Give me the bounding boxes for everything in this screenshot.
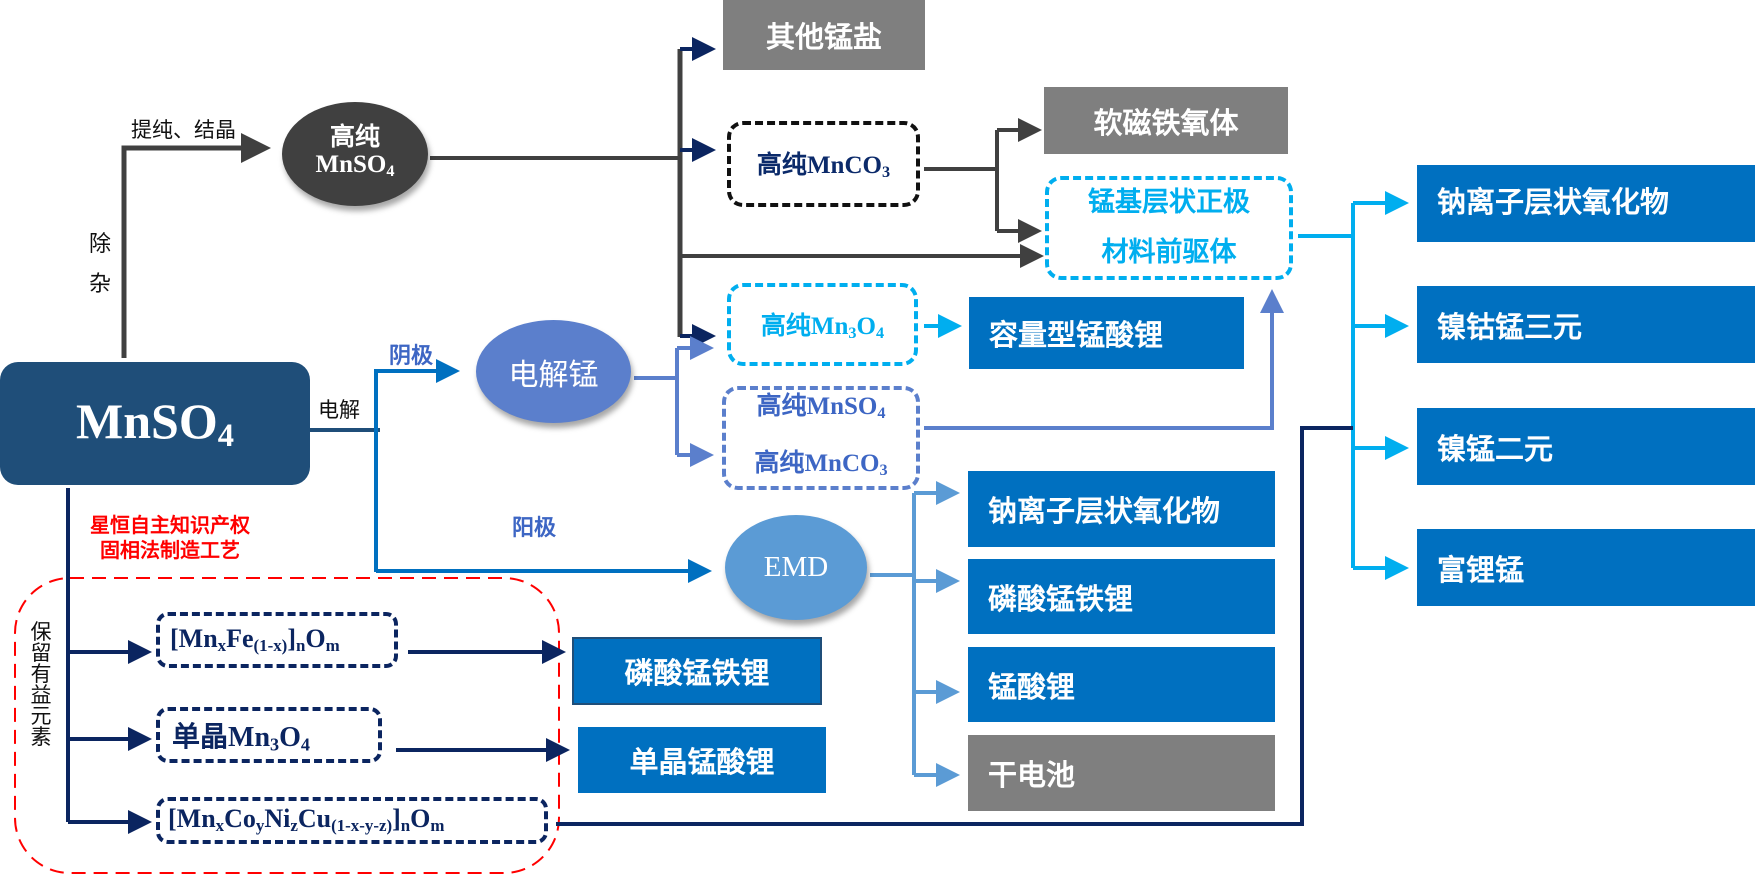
layered-product-label: 钠离子层状氧化物: [1437, 185, 1670, 219]
emd-product-lmo[interactable]: 锰酸锂: [968, 647, 1275, 722]
emd-product-lmfp[interactable]: 磷酸锰铁锂: [968, 559, 1275, 634]
single-crystal-lmo-label: 单晶锰酸锂: [629, 745, 775, 779]
other-mn-salts-label: 其他锰盐: [765, 20, 882, 54]
capacity-limn2o4-box[interactable]: 容量型锰酸锂: [969, 297, 1244, 369]
hp-mnco3-line: 高纯MnCO3: [754, 448, 888, 480]
electrolytic-mn-fork: [634, 346, 707, 457]
emd-product-label: 钠离子层状氧化物: [988, 494, 1221, 528]
cathode-label: 阴极: [389, 344, 434, 369]
emd-label: EMD: [763, 551, 829, 583]
lmfp-product-label: 磷酸锰铁锂: [624, 656, 770, 690]
single-crystal-lmo-box[interactable]: 单晶锰酸锂: [578, 727, 826, 793]
hp-mn3o4-label: 高纯Mn3O4: [760, 310, 885, 343]
hp-salts-to-precursor: [924, 289, 1284, 430]
hp-mnco3-label: 高纯MnCO3: [756, 150, 891, 182]
layered-product-li-rich[interactable]: 富锂锰: [1417, 529, 1755, 606]
electrolytic-mn-ellipse[interactable]: 电解锰: [476, 320, 631, 423]
solid-phase-fe-formula: [MnxFe(1-x)]nOm: [170, 623, 340, 656]
emd-product-dry-battery[interactable]: 干电池: [968, 735, 1275, 811]
single-crystal-mn3o4-label: 单晶Mn3O4: [172, 719, 310, 755]
mn-layered-precursor-box[interactable]: 锰基层状正极 材料前驱体: [1045, 176, 1293, 280]
emd-product-sodium-layered[interactable]: 钠离子层状氧化物: [968, 471, 1275, 547]
crystallize-label: 提纯、结晶: [131, 118, 236, 142]
emd-product-label: 磷酸锰铁锂: [988, 581, 1134, 616]
source-formula: MnSO4: [76, 392, 234, 455]
layered-product-label: 镍钴锰三元: [1437, 309, 1583, 344]
anode-label: 阳极: [512, 516, 557, 541]
layered-product-label: 镍锰二元: [1437, 431, 1554, 466]
single-crystal-mn3o4-box[interactable]: 单晶Mn3O4: [156, 707, 382, 763]
multi-to-layered: [556, 426, 1353, 826]
hp-mnso4-line1: 高纯: [329, 121, 380, 151]
hp-mnso4-line2: MnSO4: [315, 150, 395, 181]
emd-ellipse[interactable]: EMD: [725, 515, 867, 620]
lmfp-product-box[interactable]: 磷酸锰铁锂: [572, 637, 822, 705]
mnco3-fork: [924, 128, 1036, 233]
purify-connector: [121, 133, 271, 358]
soft-ferrite-label: 软磁铁氧体: [1093, 105, 1239, 140]
layered-product-sodium-oxide[interactable]: 钠离子层状氧化物: [1417, 165, 1755, 242]
solid-phase-multi-formula: [MnxCoyNizCu(1-x-y-z)]nOm: [168, 804, 445, 836]
soft-ferrite-box[interactable]: 软磁铁氧体: [1044, 87, 1288, 154]
cathode-connector: [374, 359, 460, 572]
layered-product-label: 富锂锰: [1437, 552, 1525, 587]
retain-elements-label: 保留有益元素: [30, 620, 52, 749]
ip-note: 星恒自主知识产权固相法制造工艺: [90, 513, 250, 562]
source-mnso4-box[interactable]: MnSO4: [0, 362, 310, 485]
hp-mnso4-line: 高纯MnSO4: [756, 390, 886, 422]
electrolysis-label: 电解: [318, 398, 360, 422]
emd-product-label: 锰酸锂: [988, 669, 1076, 704]
precursor-line2: 材料前驱体: [1101, 237, 1237, 268]
precursor-trunk: [1298, 203, 1355, 568]
hp-mnco3-box[interactable]: 高纯MnCO3: [727, 121, 920, 207]
hp-mnso4-mnco3-box[interactable]: 高纯MnSO4 高纯MnCO3: [722, 386, 920, 490]
layered-product-ncm[interactable]: 镍钴锰三元: [1417, 286, 1755, 363]
solid-phase-multi-box[interactable]: [MnxCoyNizCu(1-x-y-z)]nOm: [156, 797, 548, 844]
emd-product-label: 干电池: [988, 758, 1076, 792]
emd-trunk: [870, 493, 916, 775]
hp-mnso4-ellipse[interactable]: 高纯 MnSO4: [282, 102, 428, 206]
hp-mn3o4-box[interactable]: 高纯Mn3O4: [727, 283, 918, 366]
purify-label: 除杂: [88, 232, 111, 297]
capacity-limn2o4-label: 容量型锰酸锂: [989, 318, 1164, 352]
electrolytic-mn-label: 电解锰: [508, 357, 599, 393]
precursor-line1: 锰基层状正极: [1088, 187, 1250, 218]
layered-product-nm[interactable]: 镍锰二元: [1417, 408, 1755, 485]
solid-phase-fe-box[interactable]: [MnxFe(1-x)]nOm: [156, 612, 398, 668]
other-mn-salts-box[interactable]: 其他锰盐: [723, 0, 925, 70]
